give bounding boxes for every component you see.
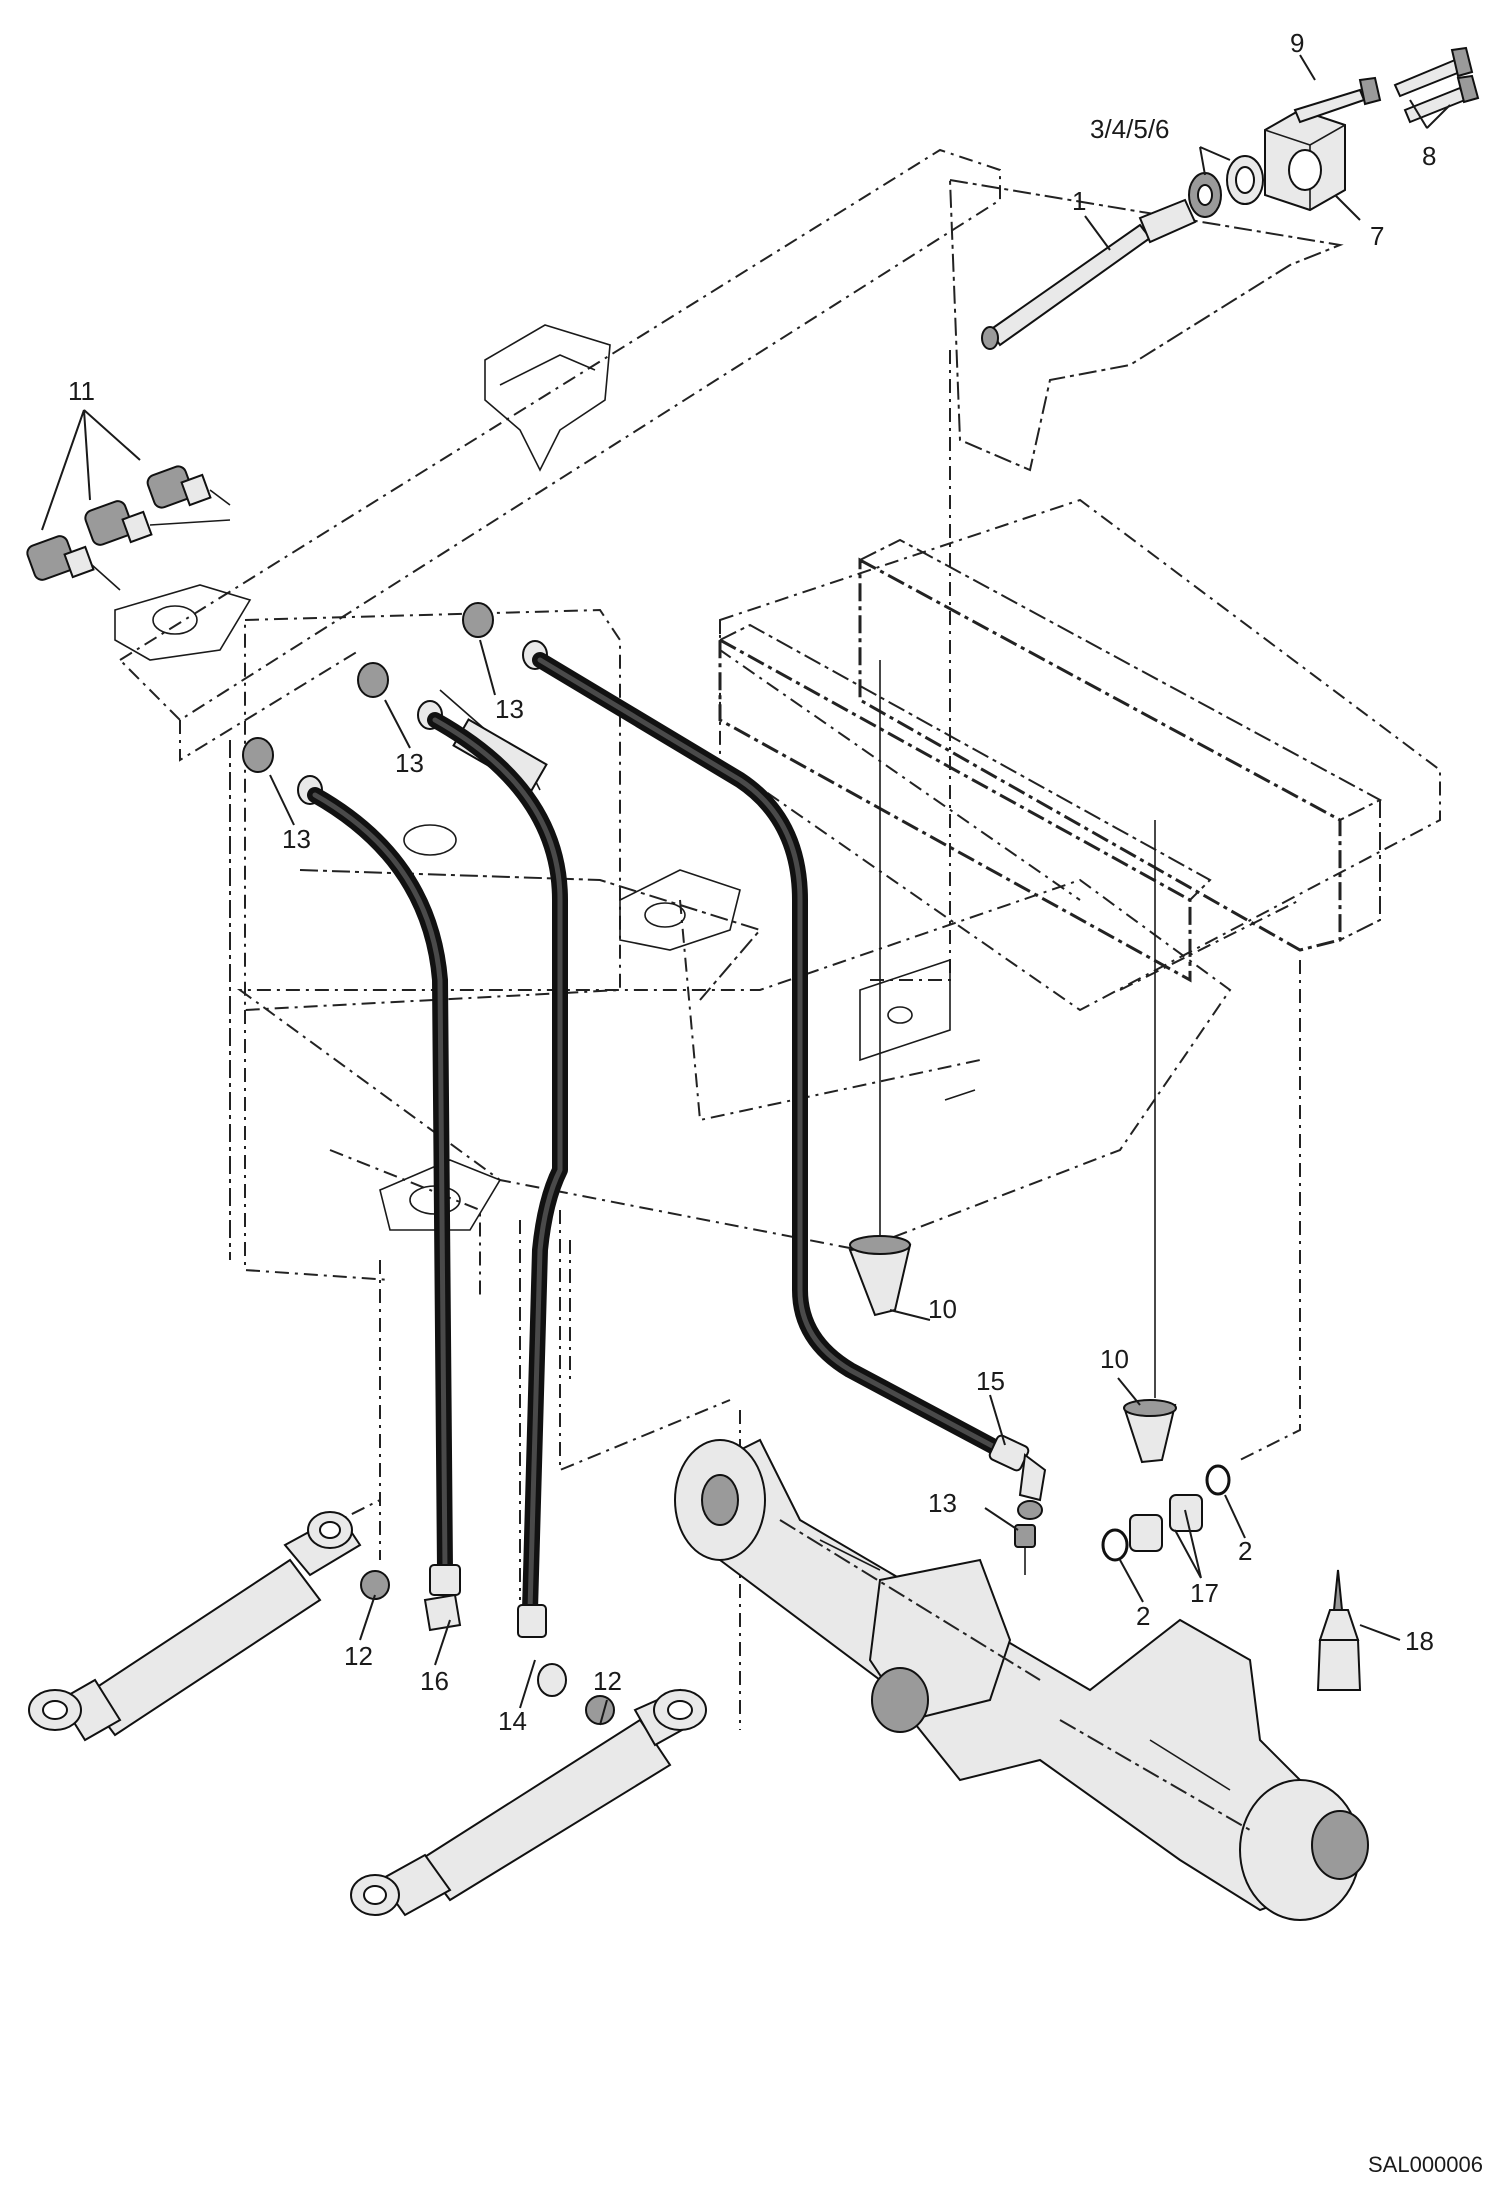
callout-13-b: 13 (395, 748, 424, 778)
callout-8: 8 (1422, 141, 1436, 171)
adhesive-bottle (1316, 1569, 1362, 1691)
callout-3-4-5-6: 3/4/5/6 (1090, 114, 1170, 144)
cross-member (718, 538, 1383, 983)
callout-13-a: 13 (495, 694, 524, 724)
steering-cylinder-upper (28, 1511, 390, 1742)
callout-11: 11 (68, 376, 95, 406)
callout-12-b: 12 (593, 1666, 622, 1696)
callout-2-a: 2 (1238, 1536, 1252, 1566)
frame-brackets (114, 324, 976, 1231)
steering-cylinder-lower (350, 1688, 707, 1917)
washers (1188, 155, 1264, 218)
leader-lines (41, 54, 1451, 1726)
callout-1: 1 (1072, 186, 1086, 216)
axle-assembly (674, 1438, 1369, 1921)
callout-2-b: 2 (1136, 1601, 1150, 1631)
callout-10-b: 10 (1100, 1344, 1129, 1374)
union-fitting (1014, 1524, 1036, 1575)
callout-7: 7 (1370, 221, 1384, 251)
bulkhead-fittings (26, 465, 231, 591)
pivot-pin (981, 198, 1197, 350)
hydraulic-hoses (307, 652, 1047, 1697)
callout-15: 15 (976, 1366, 1005, 1396)
callout-14: 14 (498, 1706, 527, 1736)
callout-17: 17 (1190, 1578, 1219, 1608)
rubber-bump-stops (848, 660, 1177, 1464)
callout-16: 16 (420, 1666, 449, 1696)
bushings-and-rings (1101, 1464, 1231, 1562)
callout-9: 9 (1290, 28, 1304, 58)
callout-13-d: 13 (928, 1488, 957, 1518)
callout-10-a: 10 (928, 1294, 957, 1324)
retaining-plate (1264, 108, 1346, 212)
drawing-code: SAL000006 (1368, 2152, 1483, 2177)
callout-18: 18 (1405, 1626, 1434, 1656)
chassis-frame-outline (118, 148, 1441, 1730)
bolts (1293, 46, 1480, 124)
callout-13-c: 13 (282, 824, 311, 854)
callout-12-a: 12 (344, 1641, 373, 1671)
callout-labels: 1 3/4/5/6 7 8 9 11 13 13 13 10 10 15 13 … (68, 28, 1483, 2177)
